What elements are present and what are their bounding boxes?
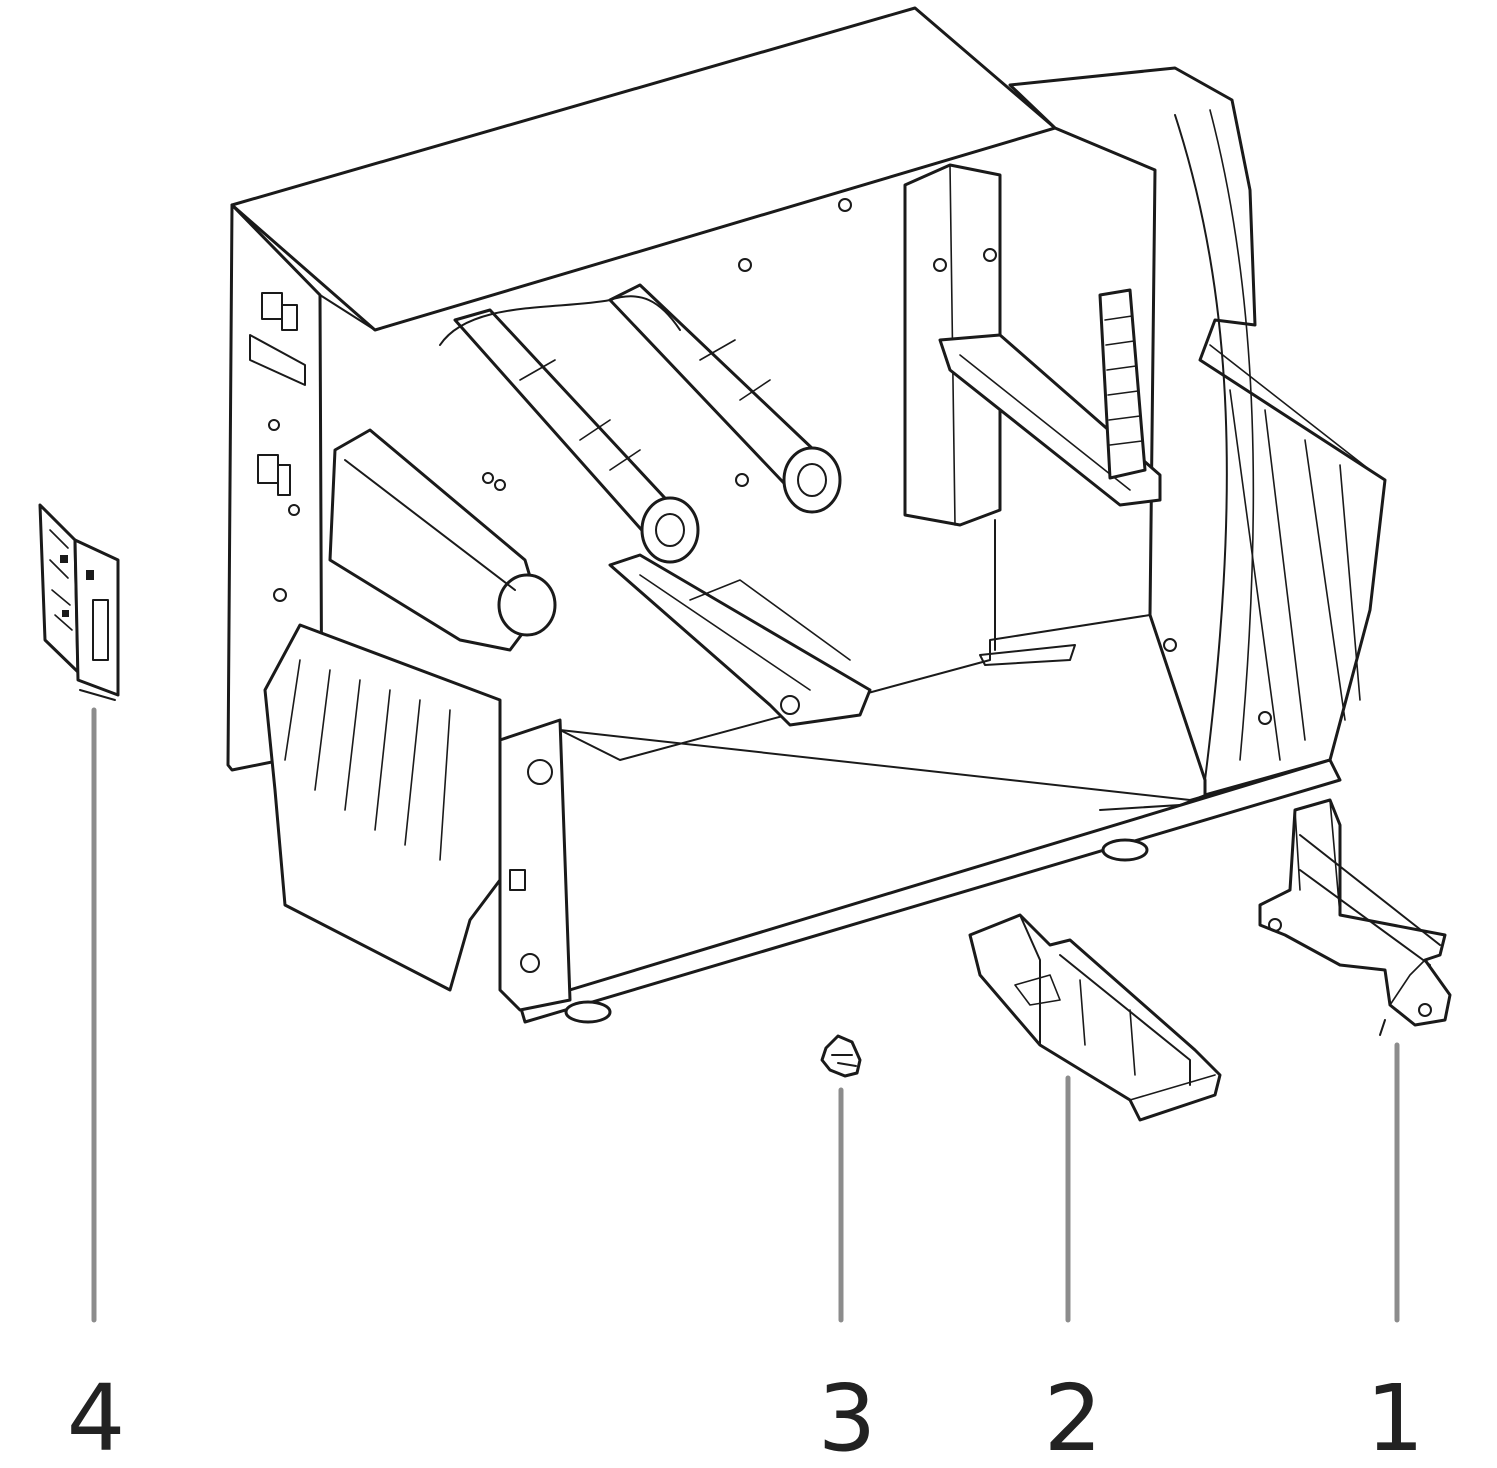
- platen-lever-line-2: [689, 579, 851, 661]
- media-door-rib-1: [1209, 344, 1371, 471]
- media-guide-arm-line: [959, 354, 1131, 491]
- media-hanger-hole-2: [983, 248, 997, 262]
- printer-base-rail: [518, 758, 1342, 1024]
- part-2-tray: [968, 913, 1222, 1122]
- media-hanger-slot: [979, 644, 1076, 666]
- media-door-rib-4: [1304, 439, 1346, 721]
- printhead-knob: [497, 573, 557, 637]
- platen-lever-line-1: [639, 574, 811, 691]
- ribbon-supply-spindle: [608, 283, 842, 514]
- front-post-tab: [509, 869, 526, 891]
- frame-label-plate: [249, 334, 306, 386]
- media-door-curve: [1174, 114, 1228, 781]
- wall-hole-6: [1163, 638, 1177, 652]
- wall-hole-5: [494, 479, 506, 491]
- media-guide-arm: [938, 333, 1162, 507]
- printer-base-line-2: [1099, 794, 1206, 811]
- part-1-bracket: [1258, 798, 1452, 1036]
- wall-hole-7: [1258, 711, 1272, 725]
- wall-hole-1: [738, 258, 752, 272]
- ribbon-takeup-spindle: [453, 308, 700, 564]
- frame-label-slot-2: [281, 304, 298, 331]
- wall-hole-4: [482, 472, 494, 484]
- callout-2-label: 2: [1044, 1365, 1103, 1468]
- frame-screw-2: [288, 504, 300, 516]
- frame-port-2: [277, 464, 291, 496]
- media-hanger-hole-1: [933, 258, 947, 272]
- printer-foot-mid: [1101, 838, 1149, 862]
- callout-1-label: 1: [1366, 1365, 1425, 1468]
- part-3-clip: [820, 1034, 862, 1078]
- media-door-rib-2: [1229, 389, 1281, 761]
- front-frame-post: [498, 718, 572, 1012]
- printhead-bar: [344, 459, 516, 591]
- front-tear-plate: [263, 623, 502, 992]
- frame-screw-3: [273, 588, 287, 602]
- media-door-curve-2: [1209, 109, 1255, 761]
- front-tear-plate-ribs: [284, 659, 451, 861]
- platen-lever-hole: [780, 695, 800, 715]
- part-4-circuit-board: [38, 503, 120, 701]
- platen-lever: [608, 553, 872, 727]
- printer-inner-wall: [319, 127, 1156, 781]
- media-guide-ladder: [1098, 288, 1147, 480]
- front-post-screw: [520, 953, 540, 973]
- callout-4-label: 4: [67, 1365, 126, 1468]
- frame-screw-1: [268, 419, 280, 431]
- media-guide-ladder-steps: [1104, 315, 1143, 446]
- wall-hole-2: [838, 198, 852, 212]
- spindle-bracket: [439, 295, 681, 346]
- printer-body: [226, 6, 1387, 1024]
- printer-foot-front: [564, 1000, 612, 1024]
- media-door-rib-3: [1264, 409, 1306, 741]
- wall-hole-3: [735, 473, 749, 487]
- callout-3-label: 3: [818, 1365, 877, 1468]
- front-post-knob: [527, 759, 553, 785]
- media-door-rib-5: [1339, 464, 1361, 701]
